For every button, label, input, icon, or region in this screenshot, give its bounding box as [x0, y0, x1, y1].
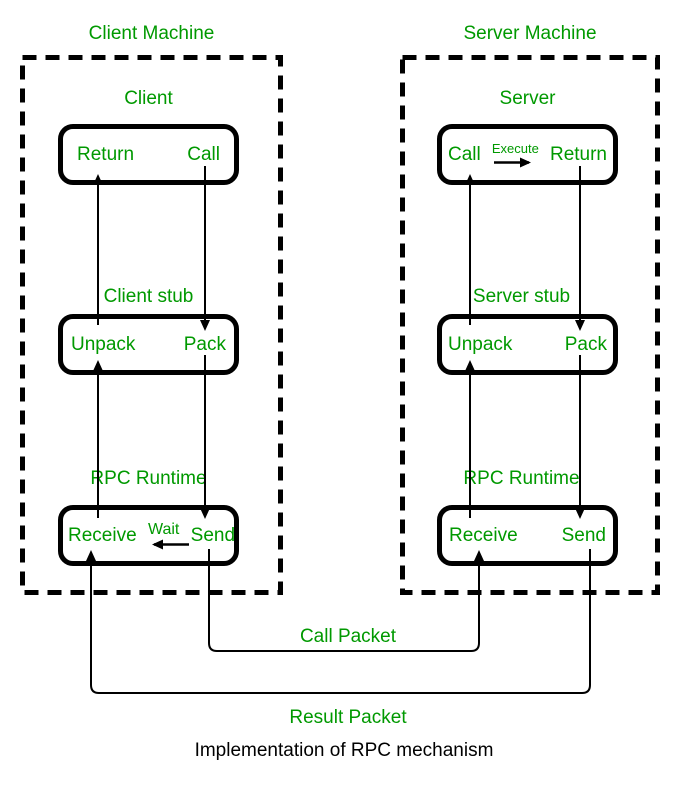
client-stub-label: Client stub	[103, 286, 194, 307]
server-send-label: Send	[561, 524, 606, 546]
client-machine-title: Client Machine	[88, 23, 215, 44]
execute-label: Execute	[491, 140, 539, 156]
execute-arrow-icon	[494, 157, 532, 167]
diagram-caption: Implementation of RPC mechanism	[194, 740, 494, 761]
server-stub-label: Server stub	[472, 286, 571, 307]
server-runtime-box: Receive Send	[437, 505, 618, 566]
client-call-label: Call	[187, 143, 220, 165]
result-packet-label: Result Packet	[289, 707, 407, 728]
server-pack-label: Pack	[564, 333, 607, 355]
server-app-box: Call Execute Return	[437, 124, 618, 185]
server-machine-title: Server Machine	[463, 23, 597, 44]
server-return-label: Return	[549, 143, 607, 165]
client-runtime-label: RPC Runtime	[90, 468, 207, 489]
client-receive-label: Receive	[68, 524, 137, 546]
client-app-box: Return Call	[58, 124, 239, 185]
wait-group: Wait	[137, 520, 191, 550]
server-receive-label: Receive	[449, 524, 518, 546]
wait-label: Wait	[147, 520, 180, 538]
result-packet-route	[86, 549, 591, 694]
client-send-label: Send	[190, 524, 236, 546]
wait-arrow-icon	[151, 539, 189, 549]
client-unpack-label: Unpack	[71, 333, 136, 355]
client-runtime-box: Receive Wait Send	[58, 505, 239, 566]
client-stub-box: Unpack Pack	[58, 314, 239, 375]
client-app-label: Client	[124, 88, 173, 109]
execute-group: Execute	[492, 142, 539, 168]
server-unpack-label: Unpack	[448, 333, 513, 355]
server-app-label: Server	[499, 88, 556, 109]
client-pack-label: Pack	[183, 333, 226, 355]
server-stub-box: Unpack Pack	[437, 314, 618, 375]
call-packet-label: Call Packet	[299, 626, 397, 647]
server-call-label: Call	[448, 143, 481, 165]
client-return-label: Return	[77, 143, 135, 165]
server-runtime-label: RPC Runtime	[463, 468, 580, 489]
